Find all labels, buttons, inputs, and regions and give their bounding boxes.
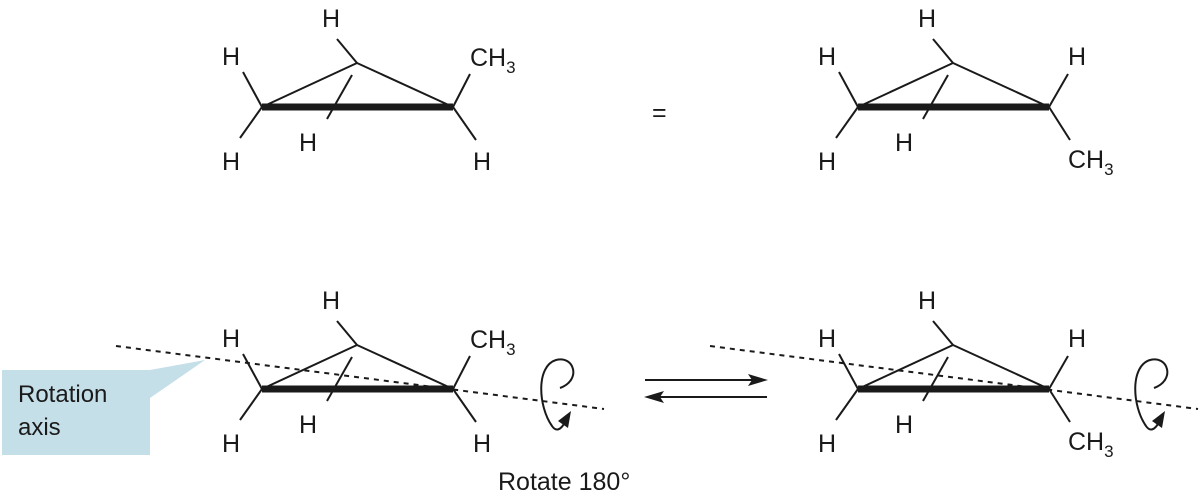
ch3-label: CH3 [1068,146,1114,179]
rotation-curve [1134,358,1169,431]
ch3-bond [1048,106,1071,141]
h-bond [838,353,859,390]
rotate-caption: Rotate 180° [498,468,630,496]
forward-arrowhead [748,374,768,386]
h-bond [922,356,949,402]
h-bond [835,106,859,139]
h-bond [932,38,954,64]
rotation-arrowhead [558,411,571,428]
ch3-bond [1048,388,1071,423]
h-bond [242,71,263,108]
callout-line-1: Rotation [18,381,107,408]
thin-bond [356,62,454,108]
equals-sign: = [652,99,667,127]
h-label: H [818,325,836,353]
h-label: H [895,411,913,439]
molecule-bottom-right: H H H H H CH3 [818,287,1114,461]
h-label: H [473,148,491,176]
h-bond [452,388,477,423]
h-label: H [222,43,240,71]
equilibrium-arrows [644,374,768,403]
ch3-bond [452,73,471,108]
rotation-curve [540,358,575,431]
h-bond [239,106,263,139]
h-bond [1048,355,1069,390]
h-bond [326,356,353,402]
h-label: H [222,325,240,353]
thin-bond [356,344,454,390]
thin-bond [952,62,1050,108]
rotation-arrow-left [540,358,575,431]
ch3-label: CH3 [470,326,516,359]
h-label: H [895,129,913,157]
rotation-axis-right [709,345,1199,410]
molecule-bottom-left: H H H H H CH3 [222,287,516,458]
h-bond [922,74,949,120]
h-label: H [1068,43,1086,71]
reverse-arrowhead [644,391,664,403]
ch3-label: CH3 [470,44,516,77]
h-label: H [222,430,240,458]
h-bond [239,388,263,421]
thin-bond [261,344,358,390]
h-label: H [818,430,836,458]
ch3-bond [452,355,471,390]
h-bond [838,71,859,108]
h-bond [336,38,358,64]
h-label: H [222,148,240,176]
thin-bond [857,344,954,390]
h-label: H [322,5,340,33]
rotation-arrow-right [1134,358,1169,431]
callout-box [2,360,205,455]
callout-line-2: axis [18,414,61,441]
molecule-top-left: H H H H H CH3 [222,5,516,176]
h-bond [452,106,477,141]
h-bond [1048,73,1069,108]
h-label: H [299,411,317,439]
thin-bond [952,344,1050,390]
h-bond [242,353,263,390]
h-bond [835,388,859,421]
h-label: H [818,43,836,71]
h-label: H [322,287,340,315]
h-label: H [918,287,936,315]
h-label: H [918,5,936,33]
h-label: H [818,148,836,176]
h-bond [932,320,954,346]
h-label: H [473,430,491,458]
ch3-label: CH3 [1068,428,1114,461]
molecule-top-right: H H H H H CH3 [818,5,1114,179]
thin-bond [857,62,954,108]
rotation-axis-left [115,345,605,410]
h-bond [326,74,353,120]
h-bond [336,320,358,346]
rotation-arrowhead [1152,411,1165,428]
thin-bond [261,62,358,108]
h-label: H [299,129,317,157]
h-label: H [1068,325,1086,353]
rotation-axis-callout: Rotation axis [2,360,205,455]
